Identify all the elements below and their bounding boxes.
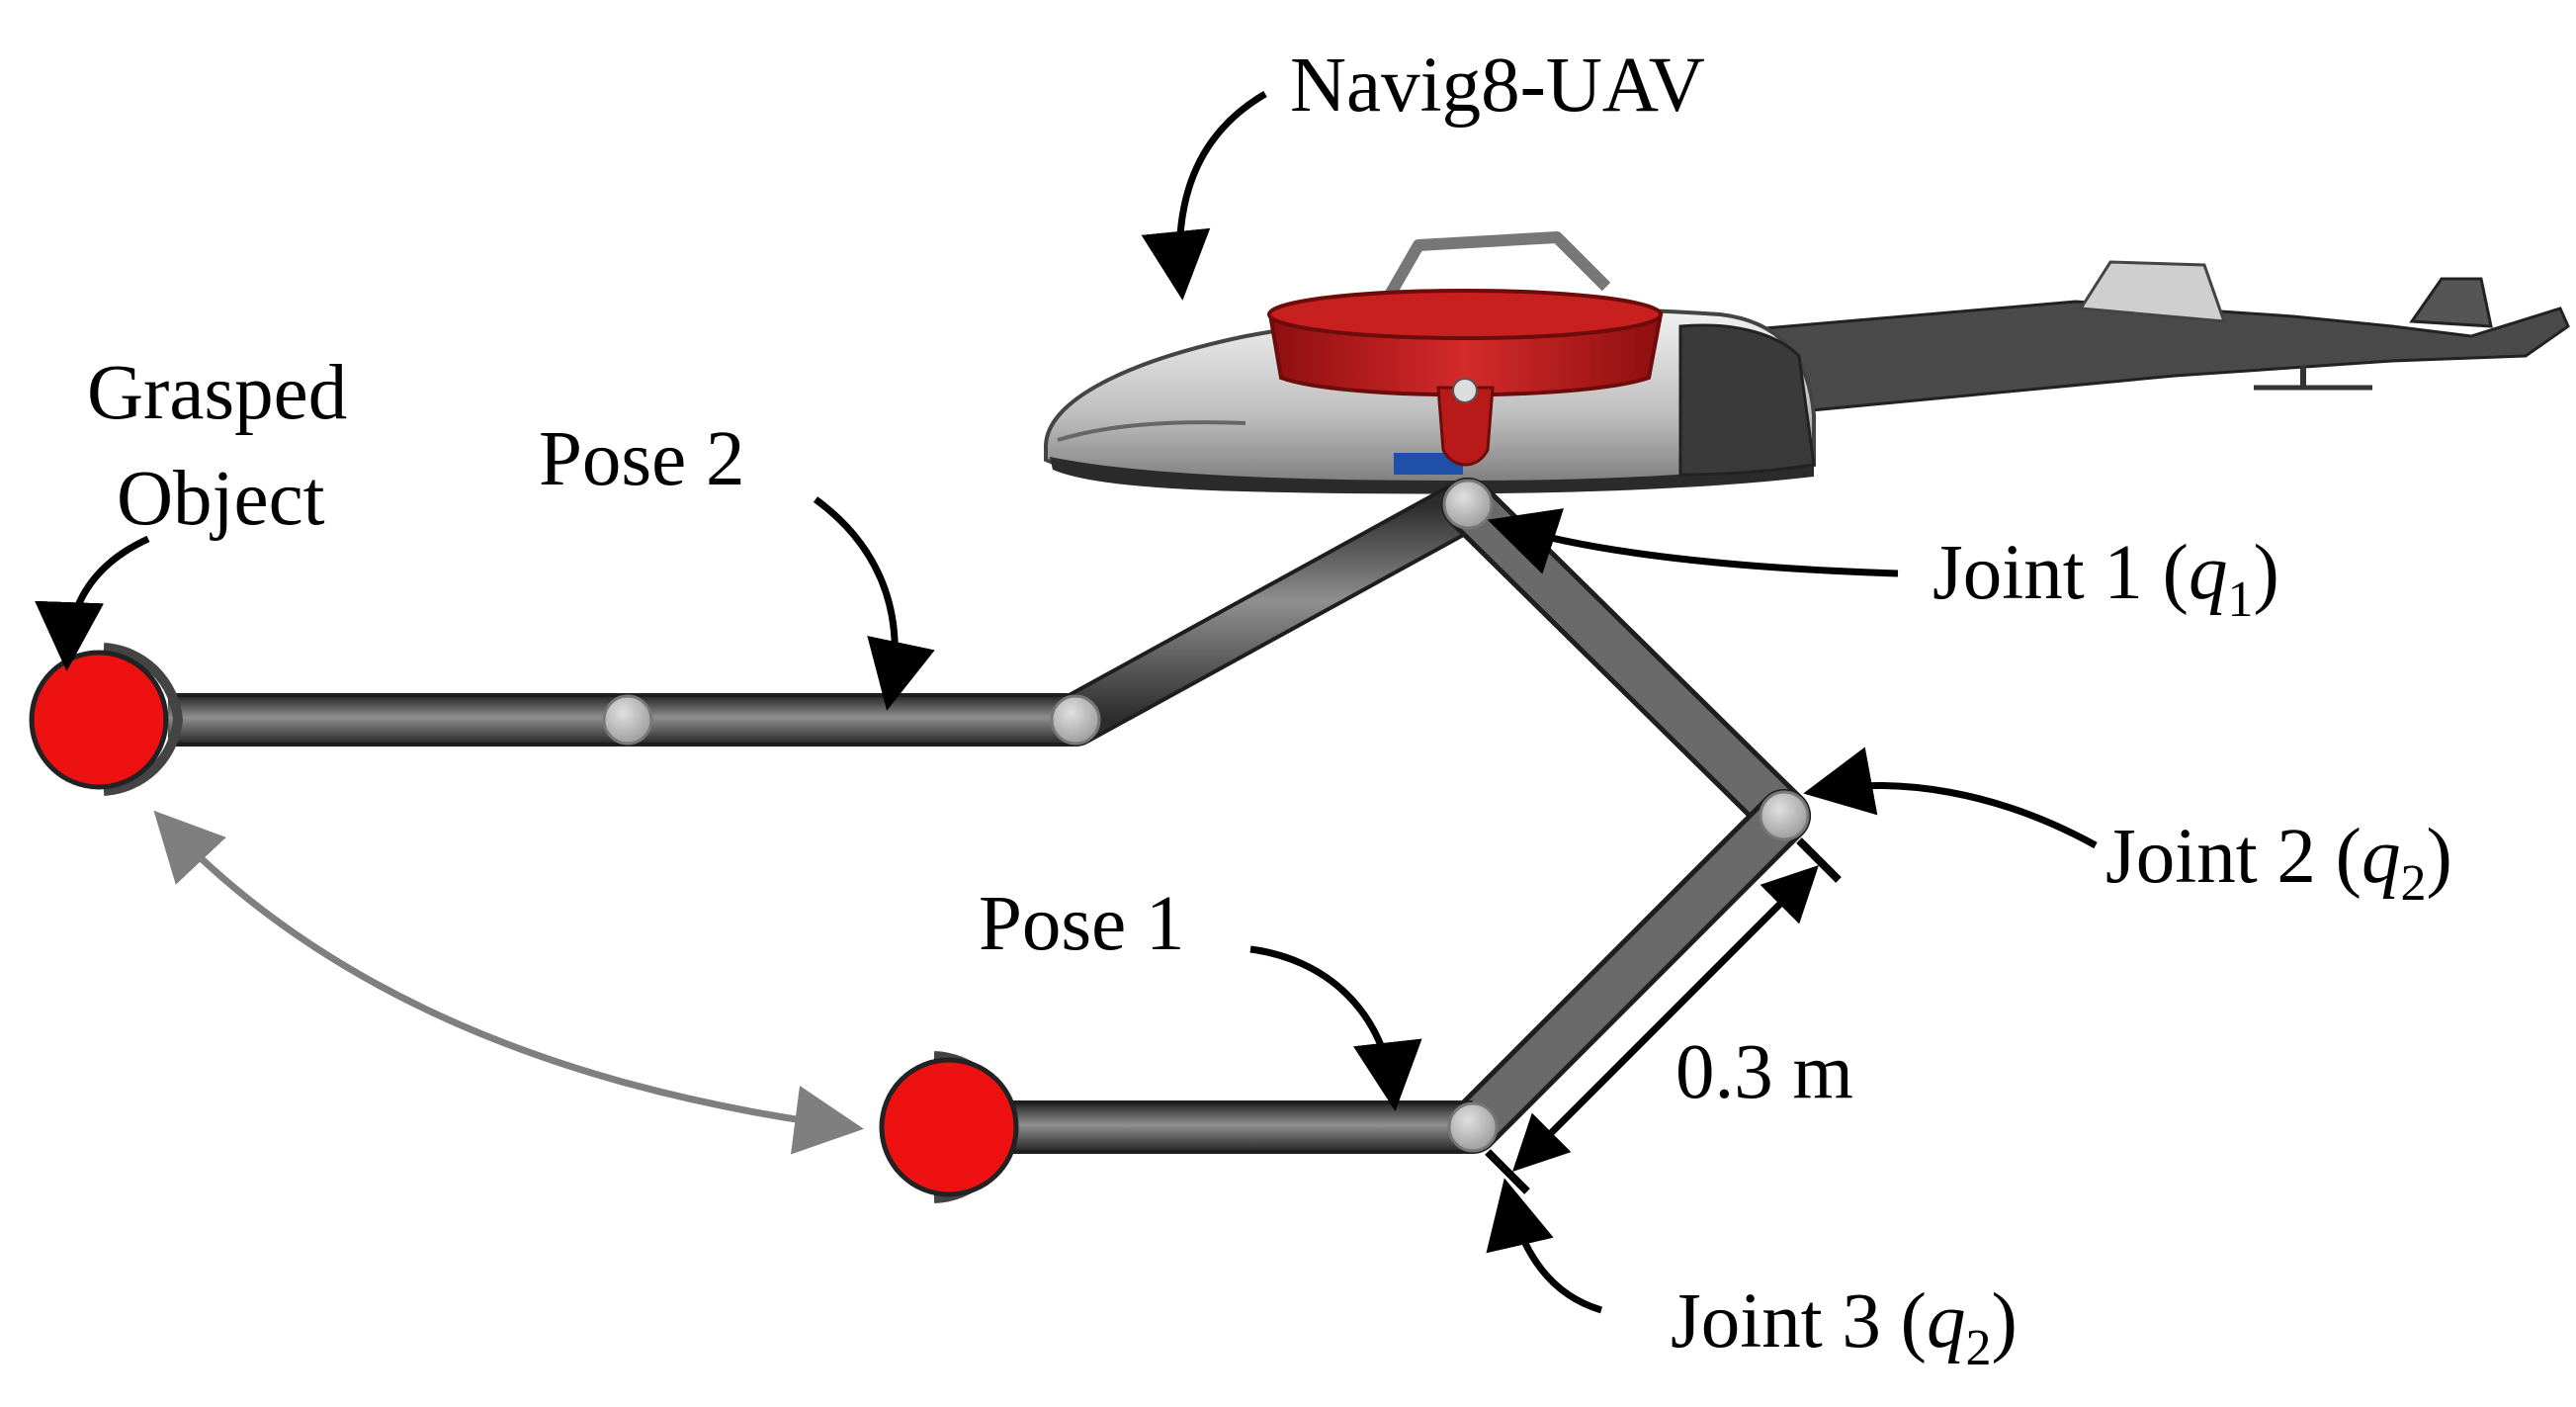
label-pose2: Pose 2 bbox=[539, 416, 745, 502]
label-grasped-line1: Grasped bbox=[87, 350, 347, 436]
joint1-prefix: Joint 1 ( bbox=[1932, 530, 2189, 616]
uav-tail-tip bbox=[2409, 277, 2493, 328]
joint3-sub: 2 bbox=[1965, 1320, 1991, 1376]
joint2-sub: 2 bbox=[2400, 855, 2426, 912]
label-grasped-line2: Object bbox=[117, 456, 325, 542]
joint-pose2-2 bbox=[1050, 694, 1101, 746]
arrow-grasped-object bbox=[35, 535, 150, 671]
joint1-sub: 1 bbox=[2227, 572, 2253, 628]
joint3-prefix: Joint 3 ( bbox=[1671, 1278, 1927, 1364]
dimension-arrow bbox=[1512, 865, 1819, 1172]
joint-2 bbox=[1759, 790, 1810, 841]
uav-nose-line bbox=[1057, 420, 1246, 442]
label-dimension: 0.3 m bbox=[1675, 1029, 1853, 1115]
joint2-prefix: Joint 2 ( bbox=[2105, 814, 2361, 900]
label-joint3: Joint 3 (q2) bbox=[1671, 1278, 2018, 1376]
uav-tail-fin bbox=[2078, 260, 2227, 323]
joints bbox=[602, 479, 1810, 1153]
arrow-pose2 bbox=[813, 496, 935, 711]
joint1-var: q bbox=[2189, 530, 2228, 616]
arrow-joint2 bbox=[1803, 747, 2098, 849]
dimension-marker bbox=[1485, 837, 1842, 1194]
joint2-suffix: ) bbox=[2426, 814, 2451, 900]
pointer-arrows bbox=[35, 90, 2098, 1314]
label-pose1: Pose 1 bbox=[979, 881, 1185, 967]
uav-canopy-frame bbox=[1383, 231, 1611, 300]
grasped-object-pose2 bbox=[29, 643, 184, 796]
grasped-object-pose1 bbox=[879, 1051, 1019, 1203]
uav-ducted-fan bbox=[1267, 289, 1664, 467]
uav-belly bbox=[1050, 457, 1814, 494]
uav-battery bbox=[1394, 453, 1463, 475]
arrow-joint3 bbox=[1486, 1178, 1603, 1314]
joint3-suffix: ) bbox=[1991, 1278, 2017, 1364]
joint-pose2-3 bbox=[602, 694, 653, 746]
joint1-suffix: ) bbox=[2253, 530, 2278, 616]
uav bbox=[1044, 231, 2570, 494]
uav-rear-body bbox=[1678, 323, 1816, 477]
joint3-var: q bbox=[1927, 1278, 1966, 1364]
label-joint1: Joint 1 (q1) bbox=[1932, 530, 2279, 628]
label-uav: Navig8-UAV bbox=[1290, 43, 1705, 129]
dimension-tick-top bbox=[1796, 837, 1842, 883]
label-joint2: Joint 2 (q2) bbox=[2105, 814, 2452, 912]
joint-3 bbox=[1447, 1101, 1499, 1153]
arrow-uav bbox=[1141, 90, 1267, 301]
manipulator-links bbox=[168, 478, 1811, 1154]
joint-1 bbox=[1442, 479, 1494, 530]
uav-tail-boom bbox=[1727, 300, 2570, 417]
arrow-pose1 bbox=[1249, 945, 1422, 1111]
dimension-tick-bottom bbox=[1485, 1149, 1530, 1194]
uav-landing-gear bbox=[2254, 366, 2372, 391]
joint2-var: q bbox=[2361, 814, 2401, 900]
motion-arrow bbox=[153, 810, 864, 1155]
arrow-joint1 bbox=[1487, 508, 1899, 577]
